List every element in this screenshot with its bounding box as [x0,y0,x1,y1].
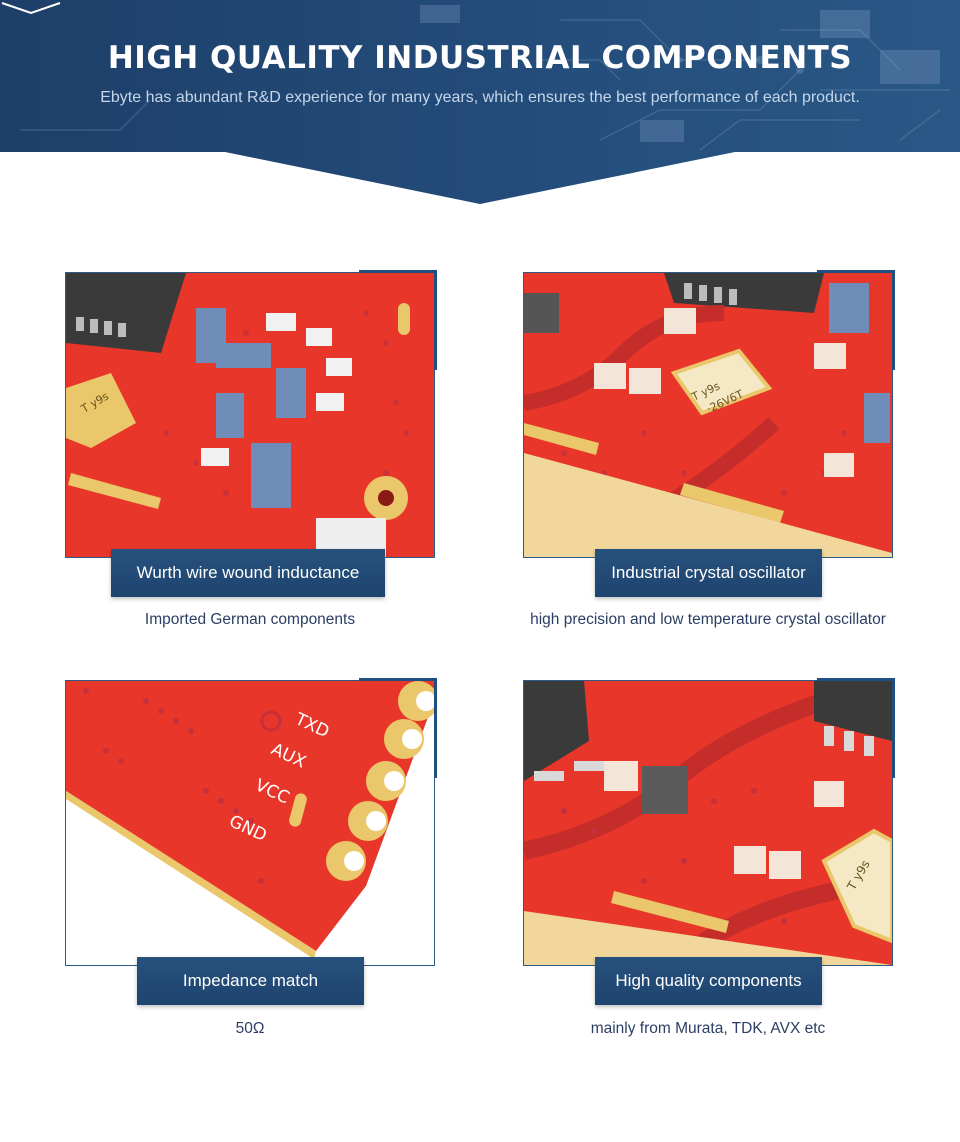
page-title: HIGH QUALITY INDUSTRIAL COMPONENTS [107,40,853,76]
feature-label: Impedance match [137,957,364,1005]
frame-accent [892,270,895,370]
feature-card-crystal: T y9s ·26V6T Industrial crystal oscillat… [523,270,895,642]
banner-background [0,0,960,204]
feature-description: high precision and low temperature cryst… [530,611,886,628]
page-subtitle: Ebyte has abundant R&D experience for ma… [100,89,860,106]
feature-card-components: T y9s High quality components mainly fro… [523,678,895,1050]
frame-accent [359,678,435,681]
chevron-down-icon [1,2,61,15]
frame-accent [817,678,893,681]
feature-image: T y9s [65,272,435,558]
feature-label: Wurth wire wound inductance [111,549,385,597]
frame-accent [359,270,435,273]
feature-label: Industrial crystal oscillator [595,549,822,597]
frame-accent [434,678,437,778]
feature-description: 50Ω [235,1020,265,1037]
frame-accent [817,270,893,273]
feature-image: TXD AUX VCC GND [65,680,435,966]
feature-description: Imported German components [144,611,356,628]
feature-description: mainly from Murata, TDK, AVX etc [590,1020,826,1037]
feature-image: T y9s [523,680,893,966]
feature-card-impedance: TXD AUX VCC GND Impedance match 50Ω [65,678,437,1050]
header-banner: HIGH QUALITY INDUSTRIAL COMPONENTS Ebyte… [0,0,960,205]
feature-image: T y9s ·26V6T [523,272,893,558]
frame-accent [434,270,437,370]
feature-card-inductance: T y9s Wurth wire wound inductance Import… [65,270,437,642]
feature-label: High quality components [595,957,822,1005]
frame-accent [892,678,895,778]
